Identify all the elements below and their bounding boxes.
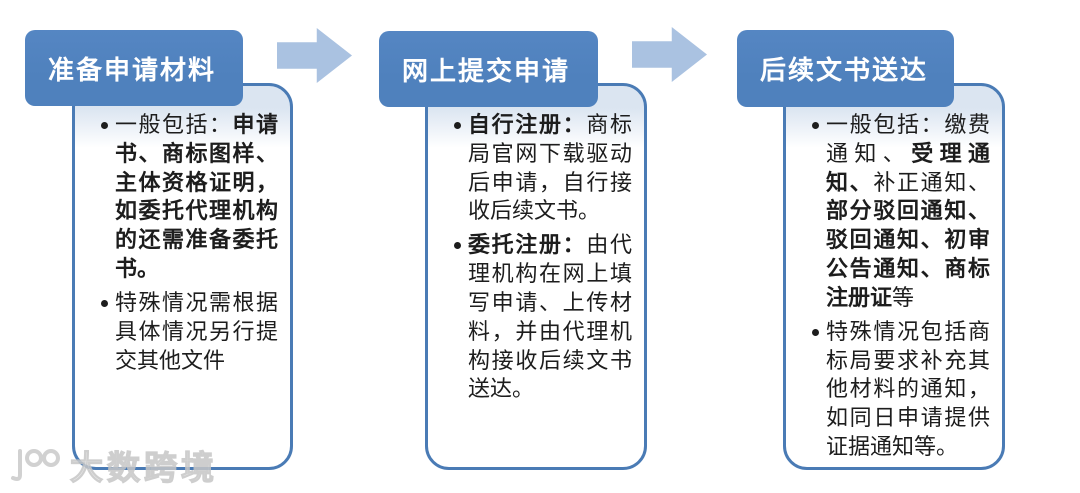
- bullet-text-bold: 部分驳回通知、驳回通知、初审公告通知、商标注册证: [826, 198, 990, 310]
- bullet-text: 由代理机构在网上填写申请、上传材料，并由代理机构接收后续文书送达。: [468, 232, 632, 402]
- bullet-item: 特殊情况需根据具体情况另行提交其他文件: [100, 289, 278, 375]
- step-3-header-label: 后续文书送达: [760, 56, 929, 85]
- step-1-bullet-list: 一般包括：申请书、商标图样、主体资格证明，如委托代理机构的还需准备委托书。特殊情…: [75, 86, 290, 375]
- bullet-text: 一般包括：: [115, 112, 233, 137]
- step-2-header-label: 网上提交申请: [402, 56, 571, 86]
- step-2-body: 自行注册：商标局官网下载驱动后申请，自行接收后续文书。委托注册：由代理机构在网上…: [425, 83, 647, 470]
- bullet-text: 等: [892, 284, 915, 310]
- step-3-bullet-list: 一般包括：缴费通知、受理通知、补正通知、部分驳回通知、驳回通知、初审公告通知、商…: [786, 86, 1002, 462]
- arrow-right-icon: [277, 28, 352, 83]
- bullet-text: 补正通知、: [873, 169, 990, 195]
- bullet-text: 特殊情况包括商标局要求补充其他材料的通知，如同日申请提供证据通知等。: [826, 318, 990, 459]
- bullet-item: 特殊情况包括商标局要求补充其他材料的通知，如同日申请提供证据通知等。: [811, 318, 990, 462]
- bullet-text-bold: 申请书、商标图样、主体资格证明，如委托代理机构的还需准备委托书。: [115, 112, 278, 282]
- bullet-text: 商标局官网下载驱动后申请，自行接收后续文书。: [468, 112, 632, 224]
- bullet-text-bold: 自行注册：: [468, 112, 587, 137]
- bullet-item: 一般包括：缴费通知、受理通知、补正通知、部分驳回通知、驳回通知、初审公告通知、商…: [811, 111, 990, 313]
- bullet-text: 特殊情况需根据具体情况另行提交其他文件: [115, 289, 278, 373]
- arrow-right-icon: [632, 27, 707, 82]
- step-1-body: 一般包括：申请书、商标图样、主体资格证明，如委托代理机构的还需准备委托书。特殊情…: [72, 83, 293, 470]
- watermark-logo-icon: [11, 449, 60, 481]
- step-3-body: 一般包括：缴费通知、受理通知、补正通知、部分驳回通知、驳回通知、初审公告通知、商…: [783, 83, 1005, 470]
- watermark-label: 大数跨境: [69, 450, 218, 487]
- watermark: 大数跨境: [8, 441, 218, 489]
- bullet-text: 一般包括：缴费通知、: [826, 112, 990, 166]
- bullet-text-bold: 委托注册：: [468, 232, 587, 258]
- step-2-header: 网上提交申请: [379, 31, 598, 107]
- step-1-header: 准备申请材料: [25, 30, 243, 106]
- bullet-text-bold: 受理通知、: [826, 140, 990, 195]
- step-3-header: 后续文书送达: [737, 30, 954, 107]
- bullet-item: 自行注册：商标局官网下载驱动后申请，自行接收后续文书。: [453, 111, 632, 226]
- step-1-header-label: 准备申请材料: [48, 55, 217, 85]
- bullet-item: 一般包括：申请书、商标图样、主体资格证明，如委托代理机构的还需准备委托书。: [100, 111, 278, 284]
- bullet-item: 委托注册：由代理机构在网上填写申请、上传材料，并由代理机构接收后续文书送达。: [453, 231, 632, 404]
- step-2-bullet-list: 自行注册：商标局官网下载驱动后申请，自行接收后续文书。委托注册：由代理机构在网上…: [428, 86, 644, 404]
